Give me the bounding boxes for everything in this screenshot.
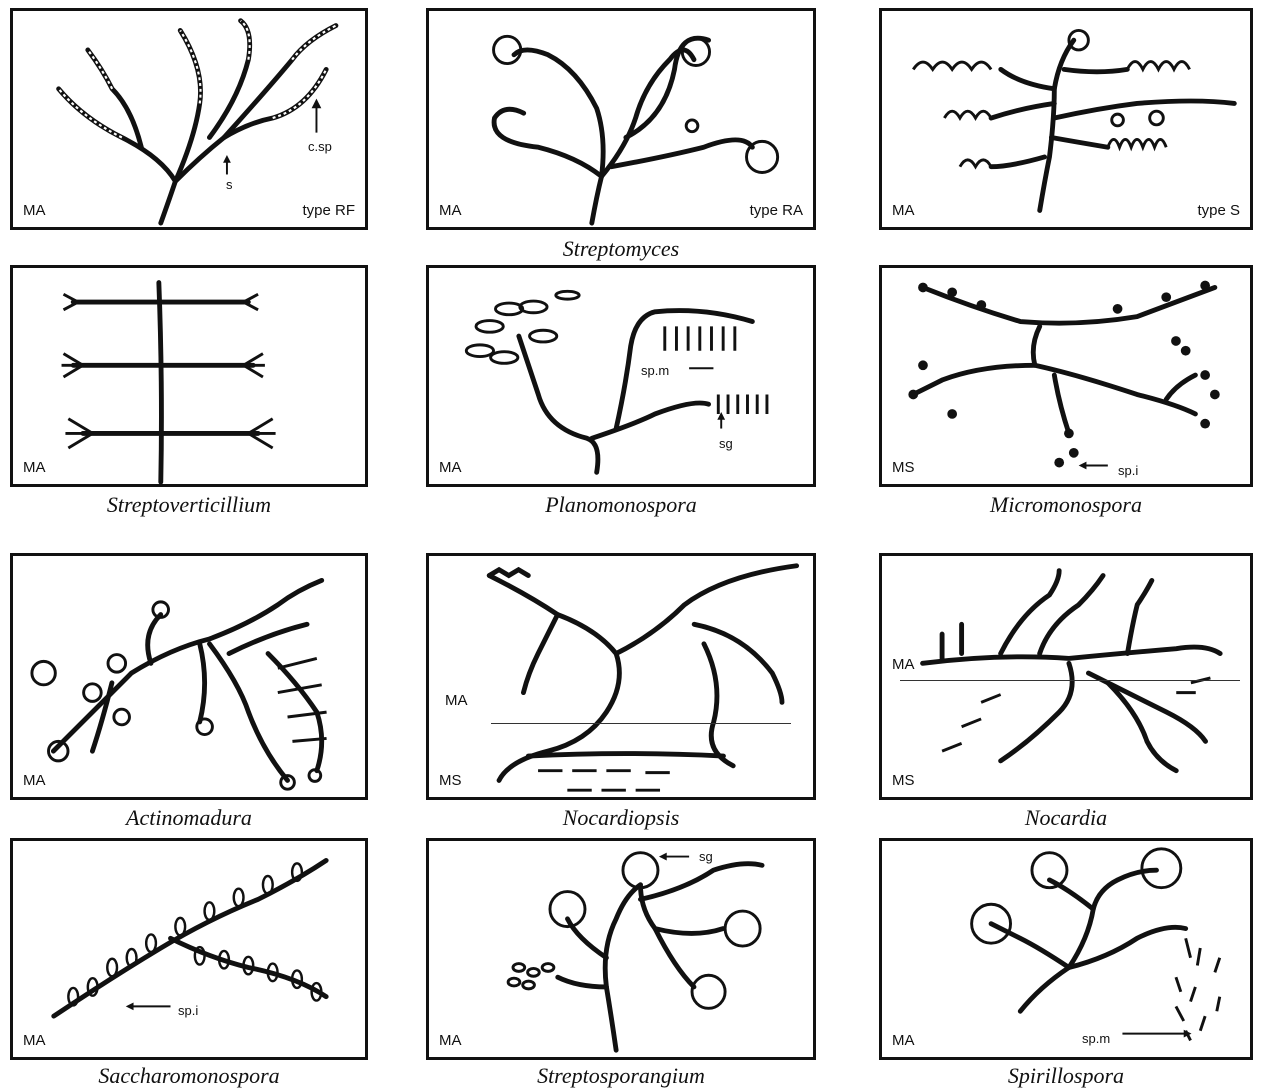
hyphae-drawing bbox=[13, 841, 365, 1057]
hyphae-drawing bbox=[13, 11, 365, 227]
substrate-line bbox=[491, 723, 791, 724]
hyphae-drawing bbox=[13, 268, 365, 484]
hyphae-drawing bbox=[13, 556, 365, 797]
panel-saccharomonospora: sp.i MA bbox=[10, 838, 368, 1060]
mycelium-label: MA bbox=[892, 1032, 915, 1049]
hyphae-drawing bbox=[882, 268, 1250, 484]
label-sporangiospore-motile: sp.m bbox=[1082, 1031, 1110, 1046]
type-label: type RF bbox=[302, 202, 355, 219]
label-spore-isolated: sp.i bbox=[1118, 463, 1138, 478]
panel-planomonospora: sp.m sg MA bbox=[426, 265, 816, 487]
label-sporangiospore-motile: sp.m bbox=[641, 363, 669, 378]
substrate-mycelium-label: MS bbox=[439, 772, 462, 789]
genus-name: Actinomadura bbox=[9, 805, 369, 831]
panel-actinomadura: MA bbox=[10, 553, 368, 800]
genus-name: Streptoverticillium bbox=[9, 492, 369, 518]
hyphae-drawing bbox=[429, 841, 813, 1057]
panel-micromonospora: sp.i MS bbox=[879, 265, 1253, 487]
substrate-line bbox=[900, 680, 1240, 681]
mycelium-label: MA bbox=[23, 1032, 46, 1049]
hyphae-drawing bbox=[882, 841, 1250, 1057]
panel-streptomyces-rf: c.sp s MA type RF bbox=[10, 8, 368, 230]
hyphae-drawing bbox=[429, 268, 813, 484]
panel-spirillospora: sp.m MA bbox=[879, 838, 1253, 1060]
panel-streptoverticillium: MA bbox=[10, 265, 368, 487]
hyphae-drawing bbox=[882, 556, 1250, 797]
hyphae-drawing bbox=[429, 556, 813, 797]
panel-streptomyces-ra: MA type RA bbox=[426, 8, 816, 230]
mycelium-label: MA bbox=[439, 459, 462, 476]
mycelium-label: MA bbox=[23, 459, 46, 476]
mycelium-label: MA bbox=[23, 772, 46, 789]
genus-name: Nocardiopsis bbox=[441, 805, 801, 831]
genus-name: Saccharomonospora bbox=[9, 1063, 369, 1089]
mycelium-label: MA bbox=[892, 202, 915, 219]
aerial-mycelium-label: MA bbox=[445, 692, 468, 709]
genus-name: Streptomyces bbox=[441, 236, 801, 262]
genus-name: Spirillospora bbox=[886, 1063, 1246, 1089]
hyphae-drawing bbox=[429, 11, 813, 227]
label-conidiospore: c.sp bbox=[308, 139, 332, 154]
hyphae-drawing bbox=[882, 11, 1250, 227]
substrate-mycelium-label: MS bbox=[892, 772, 915, 789]
label-septum: s bbox=[226, 177, 233, 192]
mycelium-label: MA bbox=[439, 1032, 462, 1049]
panel-nocardia: MA MS bbox=[879, 553, 1253, 800]
aerial-mycelium-label: MA bbox=[892, 656, 915, 673]
label-sporangium: sg bbox=[719, 436, 733, 451]
label-spore-isolated: sp.i bbox=[178, 1003, 198, 1018]
panel-nocardiopsis: MA MS bbox=[426, 553, 816, 800]
panel-streptosporangium: sg MA bbox=[426, 838, 816, 1060]
label-sporangium: sg bbox=[699, 849, 713, 864]
type-label: type S bbox=[1197, 202, 1240, 219]
mycelium-label: MA bbox=[439, 202, 462, 219]
genus-name: Micromonospora bbox=[886, 492, 1246, 518]
genus-name: Nocardia bbox=[886, 805, 1246, 831]
mycelium-label: MS bbox=[892, 459, 915, 476]
genus-name: Planomonospora bbox=[441, 492, 801, 518]
panel-streptomyces-s: MA type S bbox=[879, 8, 1253, 230]
mycelium-label: MA bbox=[23, 202, 46, 219]
type-label: type RA bbox=[750, 202, 803, 219]
genus-name: Streptosporangium bbox=[441, 1063, 801, 1089]
